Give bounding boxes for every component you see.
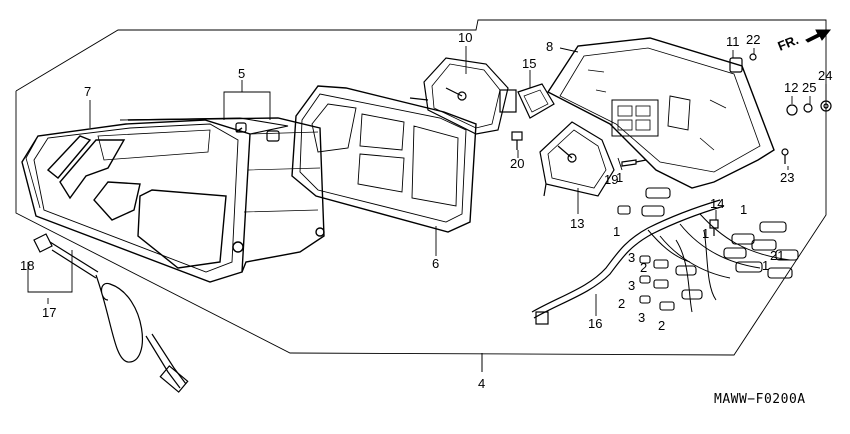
callout-1: 1 bbox=[702, 226, 709, 241]
callout-7: 7 bbox=[84, 84, 91, 99]
callout-12: 12 bbox=[784, 80, 798, 95]
callout-2: 2 bbox=[618, 296, 625, 311]
callout-23: 23 bbox=[780, 170, 794, 185]
callout-2: 2 bbox=[640, 260, 647, 275]
callout-15: 15 bbox=[522, 56, 536, 71]
grommet-part bbox=[235, 122, 280, 142]
front-cover-part bbox=[21, 117, 289, 283]
meter-housing-part bbox=[127, 117, 325, 273]
bulb-socket-part bbox=[617, 187, 799, 311]
front-direction-arrow bbox=[805, 29, 832, 43]
callout-labels: 7 5 6 10 15 8 20 19 13 11 22 12 25 24 23… bbox=[20, 30, 832, 391]
callout-17: 17 bbox=[42, 305, 56, 320]
callout-24: 24 bbox=[818, 68, 832, 83]
callout-5: 5 bbox=[238, 66, 245, 81]
callout-10: 10 bbox=[458, 30, 472, 45]
callout-6: 6 bbox=[432, 256, 439, 271]
callout-2: 2 bbox=[658, 318, 665, 333]
bracket-part bbox=[517, 83, 555, 119]
panel-frame-part bbox=[291, 85, 477, 233]
front-direction-label: FR. bbox=[776, 32, 801, 54]
wire-harness-part bbox=[531, 199, 791, 325]
screw-part bbox=[621, 159, 647, 167]
callout-1: 1 bbox=[613, 224, 620, 239]
callout-13: 13 bbox=[570, 216, 584, 231]
speedometer-cable-part bbox=[33, 233, 189, 393]
callout-1: 1 bbox=[762, 258, 769, 273]
screw-part bbox=[781, 148, 789, 164]
leader-lines bbox=[27, 46, 827, 316]
callout-3: 3 bbox=[628, 278, 635, 293]
callout-22: 22 bbox=[746, 32, 760, 47]
clip-part bbox=[729, 53, 757, 73]
callout-25: 25 bbox=[802, 80, 816, 95]
callout-18: 18 bbox=[20, 258, 34, 273]
tachometer-part bbox=[539, 121, 615, 197]
callout-19: 19 bbox=[604, 172, 618, 187]
assembly-boundary bbox=[15, 19, 827, 356]
callout-11: 11 bbox=[726, 34, 740, 49]
callout-8: 8 bbox=[546, 39, 553, 54]
callout-1: 1 bbox=[616, 170, 623, 185]
callout-14: 14 bbox=[710, 196, 724, 211]
speedometer-part bbox=[409, 57, 517, 135]
callout-16: 16 bbox=[588, 316, 602, 331]
callout-21: 21 bbox=[770, 248, 784, 263]
screw-part bbox=[511, 131, 523, 150]
callout-3: 3 bbox=[638, 310, 645, 325]
callout-20: 20 bbox=[510, 156, 524, 171]
callout-3: 3 bbox=[628, 250, 635, 265]
callout-4: 4 bbox=[478, 376, 485, 391]
rear-case-part bbox=[546, 37, 775, 189]
callout-1: 1 bbox=[740, 202, 747, 217]
diagram-code: MAWW−F0200A bbox=[714, 392, 806, 407]
cushion-part bbox=[786, 100, 832, 116]
